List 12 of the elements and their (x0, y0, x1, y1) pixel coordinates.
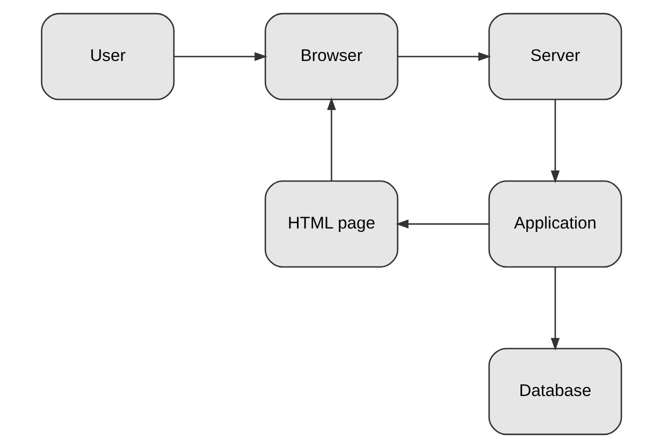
arrow (326, 97, 336, 182)
node-box: Server (488, 12, 622, 100)
arrow (550, 266, 560, 351)
arrow (174, 52, 267, 61)
arrow (397, 52, 490, 61)
node-box: HTML page (264, 180, 398, 268)
node-box: Application (488, 180, 622, 268)
node-box: Browser (264, 12, 398, 100)
node-box: Database (488, 348, 622, 436)
arrow (550, 100, 560, 184)
node-box: User (40, 12, 174, 100)
arrow (395, 220, 488, 228)
